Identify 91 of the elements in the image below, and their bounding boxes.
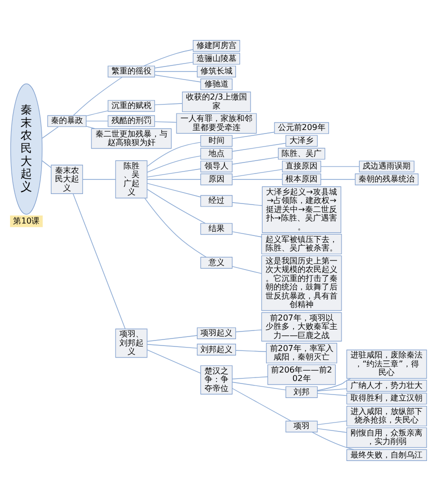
connector bbox=[236, 350, 267, 352]
connector bbox=[320, 178, 356, 180]
connector bbox=[232, 388, 292, 421]
node-box: 繁重的徭役 bbox=[108, 65, 155, 77]
node-box: 前207年，率军入咸阳，秦朝灭亡 bbox=[266, 342, 338, 363]
connector bbox=[232, 131, 275, 138]
node-box: 秦二世更加残暴，与赵高狼狈为奸 bbox=[91, 128, 172, 148]
node-box: 结果 bbox=[200, 222, 232, 234]
node-box: 时间 bbox=[200, 134, 232, 146]
node-box: 残酷的刑罚 bbox=[108, 114, 155, 126]
connector bbox=[42, 126, 59, 138]
connector bbox=[317, 388, 348, 391]
connector bbox=[146, 349, 201, 374]
connector bbox=[146, 188, 206, 224]
connector bbox=[312, 431, 354, 450]
connector bbox=[146, 141, 202, 166]
node-box: 修建阿房宫 bbox=[192, 40, 240, 52]
node-box: 陈胜、吴广 bbox=[278, 147, 326, 160]
connector bbox=[154, 70, 198, 72]
node-box: 取得胜利，建立汉朝 bbox=[346, 392, 427, 404]
connector bbox=[317, 420, 348, 425]
node-box: 沉重的赋税 bbox=[108, 100, 155, 112]
connector bbox=[82, 178, 116, 180]
node-box: 直接原因 bbox=[282, 160, 322, 172]
connector bbox=[317, 428, 348, 432]
connector bbox=[154, 120, 177, 122]
connector bbox=[73, 76, 123, 116]
node-label: 第10课 bbox=[13, 215, 40, 226]
node-box: 戍边遇雨误期 bbox=[359, 160, 414, 172]
connector bbox=[146, 182, 201, 197]
connector bbox=[232, 168, 283, 177]
connector bbox=[143, 48, 194, 66]
node-box: 造骊山陵墓 bbox=[192, 52, 240, 64]
node-box: 公元前209年 bbox=[274, 122, 329, 134]
node-box: 修驰道 bbox=[200, 78, 232, 90]
connector bbox=[232, 142, 286, 152]
node-box: 前207年，项羽以少胜多，大败秦军主力——巨鹿之战 bbox=[261, 312, 342, 341]
node-box: 楚汉之争：争夺帝位 bbox=[200, 364, 232, 394]
node-box: 收获的2/3上缴国家 bbox=[182, 91, 251, 112]
node-box: 一人有罪，家族和邻里都要受牵连 bbox=[176, 112, 257, 134]
connector bbox=[317, 392, 348, 396]
connector bbox=[316, 378, 351, 390]
node-box: 领导人 bbox=[200, 160, 232, 172]
node-box: 修筑长城 bbox=[196, 65, 236, 77]
node-box: 起义军被镇压下去，陈胜、吴广被杀害。 bbox=[261, 233, 342, 254]
node-box: 地点 bbox=[200, 147, 232, 160]
node-box: 秦的暴政 bbox=[47, 114, 86, 126]
connector bbox=[232, 178, 283, 180]
node-box: 最终失败，自刎乌江 bbox=[346, 448, 427, 460]
connector bbox=[146, 168, 201, 177]
node-box: 广纳人才，势力壮大 bbox=[346, 379, 427, 392]
node-box: 秦末农民大起义 bbox=[50, 164, 83, 194]
connector bbox=[72, 193, 126, 329]
node-box: 项羽起义 bbox=[196, 326, 236, 339]
node-box: 项羽、刘邦起义 bbox=[115, 328, 148, 358]
node-box: 原因 bbox=[200, 173, 232, 185]
node-box: 经过 bbox=[200, 194, 232, 206]
connector bbox=[236, 329, 262, 332]
connector bbox=[232, 202, 262, 206]
connector bbox=[146, 344, 198, 348]
connector bbox=[86, 110, 108, 116]
node-box: 意义 bbox=[200, 256, 232, 268]
connector bbox=[146, 178, 201, 180]
node-box: 进入咸阳，放纵部下烧杀抢掠，失民心 bbox=[346, 405, 427, 426]
connector bbox=[42, 160, 52, 168]
node-box: 大泽乡起义→攻县城→占领陈，建政权→挺进关中→秦二世反扑→陈胜、吴广遇害。 bbox=[262, 186, 342, 233]
connector bbox=[154, 102, 183, 105]
connector bbox=[232, 266, 262, 274]
node-box: 进驻咸阳，废除秦法，“约法三章”，得民心 bbox=[346, 349, 427, 378]
node-box: 项羽 bbox=[286, 420, 318, 432]
connector bbox=[232, 230, 262, 237]
node-ellipse: 秦末农民大起义 bbox=[10, 83, 42, 214]
node-box: 根本原因 bbox=[282, 173, 322, 185]
connector bbox=[232, 156, 278, 164]
node-box: 这是我国历史上第一次大规模的农民起义。它沉重的打击了秦朝的统治，鼓舞了后世反抗暴政，具有首创精神 bbox=[261, 254, 342, 310]
connector bbox=[146, 155, 201, 172]
node-box: 刘邦起义 bbox=[196, 343, 236, 355]
node-box: 秦朝的残暴统治 bbox=[354, 173, 418, 185]
connector bbox=[232, 381, 286, 390]
node-box: 大泽乡 bbox=[286, 134, 318, 146]
connector bbox=[86, 125, 96, 128]
connector bbox=[86, 120, 108, 121]
connector bbox=[144, 197, 207, 257]
node-box: 刘邦 bbox=[286, 386, 318, 398]
connector bbox=[146, 334, 198, 342]
connector bbox=[154, 61, 194, 68]
connector bbox=[232, 376, 268, 379]
node-box: 前206年——前202年 bbox=[267, 364, 336, 384]
node-box: 陈胜、吴广起义 bbox=[115, 160, 148, 198]
node-box: 刚愎自用，众叛亲离，实力削弱 bbox=[346, 426, 427, 448]
connector bbox=[154, 74, 201, 82]
